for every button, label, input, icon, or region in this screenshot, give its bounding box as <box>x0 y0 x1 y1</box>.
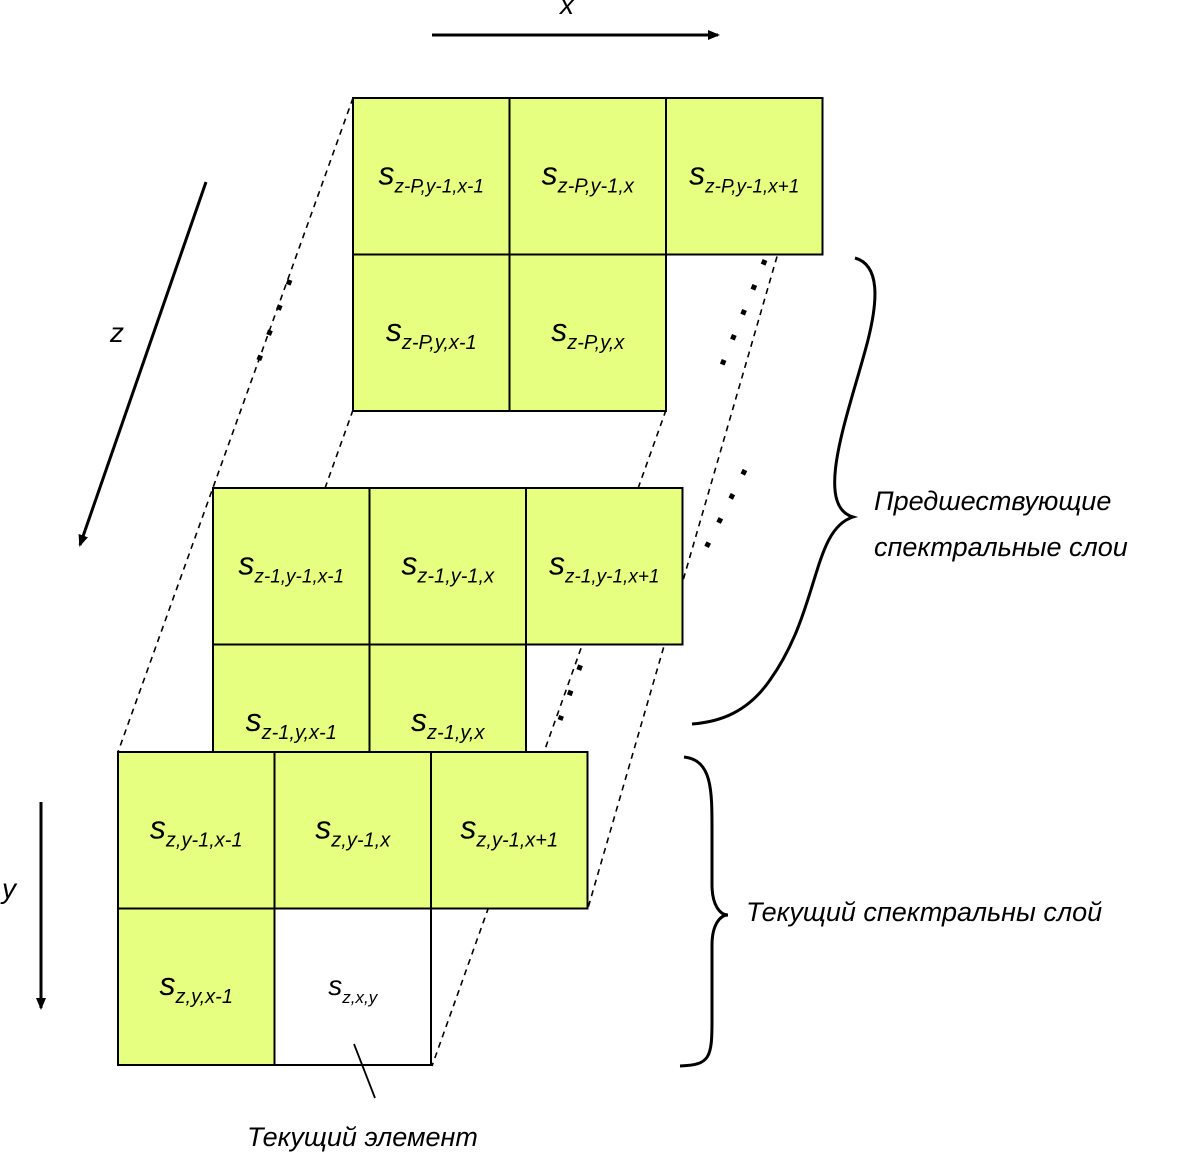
cell-z1-y-x-label: sz-1,y,x <box>411 702 485 744</box>
cell-z1-y1-x: sz-1,y-1,x <box>368 487 527 646</box>
z-axis-arrow <box>78 181 208 547</box>
cell-z-current: sz,x,y <box>273 907 432 1066</box>
previous-layers-label-line1: Предшествующие <box>874 486 1111 516</box>
cell-z-y1-xp1-label: sz,y-1,x+1 <box>460 809 558 851</box>
cell-z1-y1-x1: sz-1,y-1,x-1 <box>212 487 371 646</box>
cell-zp-y1-x: sz-P,y-1,x <box>508 97 667 256</box>
cell-z-y1-xp1-box <box>430 751 589 910</box>
cell-zp-y1-x1-label: sz-P,y-1,x-1 <box>379 155 484 197</box>
z-axis-label: z <box>109 317 124 348</box>
cell-zp-y1-xp1: sz-P,y-1,x+1 <box>665 97 824 256</box>
current-layer-brace <box>679 755 729 1068</box>
cell-zp-y-x-box <box>508 253 667 412</box>
current-element-pointer <box>353 1043 376 1099</box>
layer-connectors <box>117 97 824 1067</box>
cell-z1-y-x1-label: sz-1,y,x-1 <box>246 702 337 744</box>
cell-z-y1-x: sz,y-1,x <box>273 751 432 910</box>
cell-z-y1-x-box <box>273 751 432 910</box>
cell-z1-y1-xp1-label: sz-1,y-1,x+1 <box>549 545 660 587</box>
cell-zp-y-x1-box <box>352 253 511 412</box>
previous-layers-label-line2: спектральные слои <box>874 532 1128 562</box>
x-axis: x <box>432 0 720 40</box>
cell-z1-y1-x1-box <box>212 487 371 646</box>
current-element-label: Текущий элемент <box>247 1122 478 1152</box>
cell-z1-y1-x-label: sz-1,y-1,x <box>401 545 495 587</box>
cell-zp-y1-x-box <box>508 97 667 256</box>
previous-layers-brace <box>691 256 877 726</box>
cell-z1-y1-xp1-box <box>525 487 684 646</box>
cell-zp-y-x1: sz-P,y,x-1 <box>352 253 511 412</box>
cell-z-y1-x-label: sz,y-1,x <box>315 809 391 851</box>
layer-z-p: sz-P,y-1,x-1 sz-P,y-1,x sz-P,y-1,x+1 sz-P,y… <box>352 97 824 412</box>
current-layer-label: Текущий спектральны слой <box>746 897 1102 927</box>
z-axis: z <box>78 181 208 547</box>
cell-z-y1-xp1: sz,y-1,x+1 <box>430 751 589 910</box>
cell-zp-y1-x-label: sz-P,y-1,x <box>542 155 635 197</box>
cell-zp-y-x-label: sz-P,y,x <box>551 312 625 354</box>
x-axis-label: x <box>558 0 575 20</box>
cell-zp-y1-xp1-label: sz-P,y-1,x+1 <box>689 155 799 197</box>
y-axis-label: y <box>0 873 18 904</box>
cell-z-current-label: sz,x,y <box>328 970 378 1007</box>
cell-zp-y1-xp1-box <box>665 97 824 256</box>
cell-zp-y-x: sz-P,y,x <box>508 253 667 412</box>
cell-z-y1-x1-box <box>117 751 276 910</box>
layer-z: sz,y-1,x-1 sz,y-1,x sz,y-1,x+1 sz,y,x-1 sz,x… <box>117 751 589 1066</box>
cell-z-y-x1-label: sz,y,x-1 <box>160 966 233 1008</box>
cell-z-current-box <box>273 907 432 1066</box>
cell-z-y1-x1-label: sz,y-1,x-1 <box>150 809 243 851</box>
cell-z-y1-x1: sz,y-1,x-1 <box>117 751 276 910</box>
y-axis: y <box>0 802 46 1010</box>
cell-z-y-x1-box <box>117 907 276 1066</box>
cell-zp-y-x1-label: sz-P,y,x-1 <box>386 312 477 354</box>
cell-z-y-x1: sz,y,x-1 <box>117 907 276 1066</box>
cell-z1-y1-xp1: sz-1,y-1,x+1 <box>525 487 684 646</box>
cell-z1-y1-x1-label: sz-1,y-1,x-1 <box>238 545 344 587</box>
cell-zp-y1-x1: sz-P,y-1,x-1 <box>352 97 511 256</box>
